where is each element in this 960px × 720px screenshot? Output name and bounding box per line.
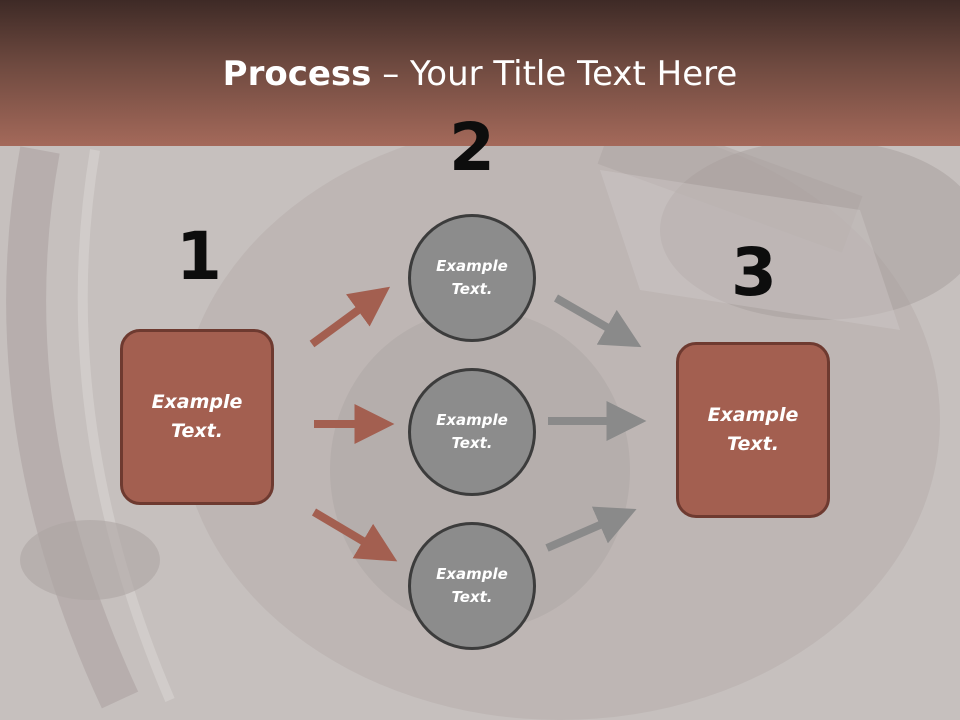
step3-box[interactable]: Example Text. — [676, 342, 830, 518]
arrow-from-bottom-circle — [545, 506, 637, 552]
step2-circle-top[interactable]: Example Text. — [408, 214, 536, 342]
title-rest-part: Your Title Text Here — [410, 54, 738, 94]
step3-box-text: Example Text. — [707, 404, 799, 455]
step2-circle-bottom[interactable]: Example Text. — [408, 522, 536, 650]
circle-top-text: Example Text. — [436, 257, 508, 298]
arrow-to-bottom-circle — [311, 508, 398, 562]
title-bold-part: Process — [222, 54, 372, 94]
circle-bottom-text: Example Text. — [436, 565, 508, 606]
step-number-1: 1 — [176, 218, 222, 295]
step1-box[interactable]: Example Text. — [120, 329, 274, 505]
step-number-2: 2 — [449, 109, 495, 186]
title-banner — [0, 0, 960, 146]
slide-title[interactable]: Process – Your Title Text Here — [0, 52, 960, 96]
arrow-to-top-circle — [309, 286, 391, 348]
step2-circle-middle[interactable]: Example Text. — [408, 368, 536, 496]
arrow-from-top-circle — [554, 294, 642, 348]
step-number-3: 3 — [731, 234, 777, 311]
step1-box-text: Example Text. — [151, 391, 243, 442]
circle-middle-text: Example Text. — [436, 411, 508, 452]
title-separator: – — [371, 54, 411, 94]
